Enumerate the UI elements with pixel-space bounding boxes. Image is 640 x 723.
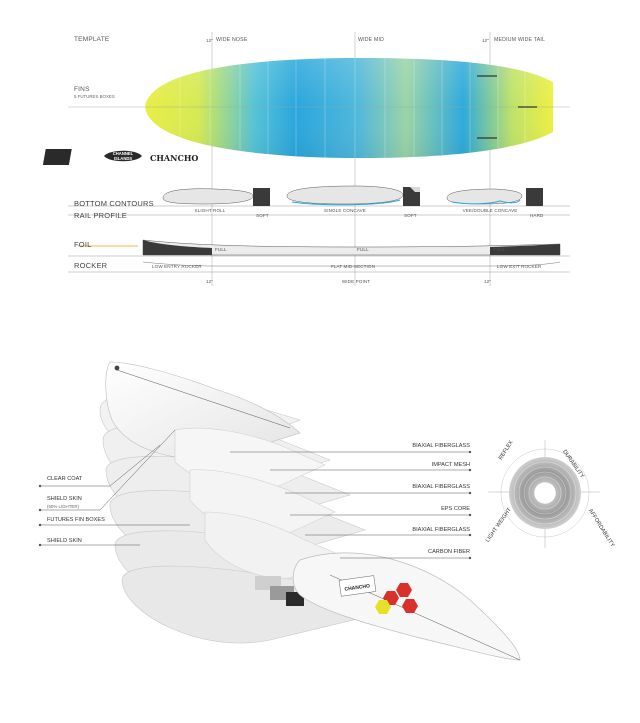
foil-full-2: FULL <box>357 247 369 252</box>
radar-chart <box>488 440 600 548</box>
rail-soft-1: SOFT <box>256 213 269 218</box>
label-biaxial-2: BIAXIAL FIBERGLASS <box>412 484 470 490</box>
label-biaxial-3: BIAXIAL FIBERGLASS <box>412 527 470 533</box>
board-layers: CHANCHO <box>99 361 521 661</box>
surfboard-top-view <box>145 58 553 158</box>
board-bottom-logo: CHANCHO <box>344 583 370 593</box>
label-shield-skin-sub: (50% LIGHTER) <box>47 504 79 509</box>
fins-label: FINS <box>74 86 90 93</box>
logo-channel-islands-text-1: CHANNEL <box>113 151 134 156</box>
label-futures-fin-boxes: FUTURES FIN BOXES <box>47 517 105 523</box>
tick-12-a: 12" <box>206 38 214 43</box>
foil-full-1: FULL <box>215 247 227 252</box>
rocker-low-entry: LOW ENTRY ROCKER <box>152 264 202 269</box>
logo-channel-islands-text-2: ISLANDS <box>114 156 133 161</box>
label-clear-coat: CLEAR COAT <box>47 476 83 482</box>
col-wide-nose: WIDE NOSE <box>216 37 248 43</box>
fins-sub-label: 5 FUTURES BOXES <box>74 94 115 99</box>
label-shield-skin-1: SHIELD SKIN <box>47 496 82 502</box>
foil-shape <box>142 239 561 256</box>
label-carbon-fiber: CARBON FIBER <box>428 549 470 555</box>
rocker-label: ROCKER <box>74 261 108 270</box>
logo-bolt <box>42 149 91 165</box>
bottom-contour-1: SLIGHT ROLL <box>194 208 226 213</box>
rocker-line <box>142 261 561 267</box>
label-biaxial-1: BIAXIAL FIBERGLASS <box>412 443 470 449</box>
bottom-contour-3: VEE/DOUBLE CONCAVE <box>462 208 518 213</box>
label-impact-mesh: IMPACT MESH <box>431 462 470 468</box>
bottom-contours-label: BOTTOM CONTOURS <box>74 199 154 208</box>
rocker-low-exit: LOW EXIT ROCKER <box>497 264 542 269</box>
col-wide-tail: MEDIUM WIDE TAIL <box>494 37 546 43</box>
fin-markers <box>477 75 537 139</box>
logo-chancho: CHANCHO <box>150 153 199 163</box>
col-wide-mid: WIDE MID <box>358 37 385 43</box>
row-lines <box>68 205 570 273</box>
label-eps-core: EPS CORE <box>441 506 470 512</box>
foil-label: FOIL <box>74 240 92 249</box>
tick-12-c: 12" <box>206 279 214 284</box>
label-shield-skin-2: SHIELD SKIN <box>47 538 82 544</box>
tick-12-d: 12" <box>484 279 492 284</box>
wide-point-label: WIDE POINT <box>341 279 371 284</box>
rail-hard: HARD <box>530 213 544 218</box>
tick-12-b: 12" <box>482 38 490 43</box>
bottom-contour-shapes <box>162 185 543 206</box>
logo-channel-islands: CHANNEL ISLANDS <box>104 150 142 162</box>
foil-full-3: FULL <box>494 247 506 252</box>
template-label: TEMPLATE <box>74 36 110 43</box>
right-leaders <box>230 450 472 560</box>
left-leaders <box>38 429 190 547</box>
rocker-flat-mid: FLAT MID-SECTION <box>330 264 376 269</box>
rail-profile-label: RAIL PROFILE <box>74 211 127 220</box>
bottom-contour-2: SINGLE CONCAVE <box>324 208 366 213</box>
rail-soft-2: SOFT <box>404 213 417 218</box>
